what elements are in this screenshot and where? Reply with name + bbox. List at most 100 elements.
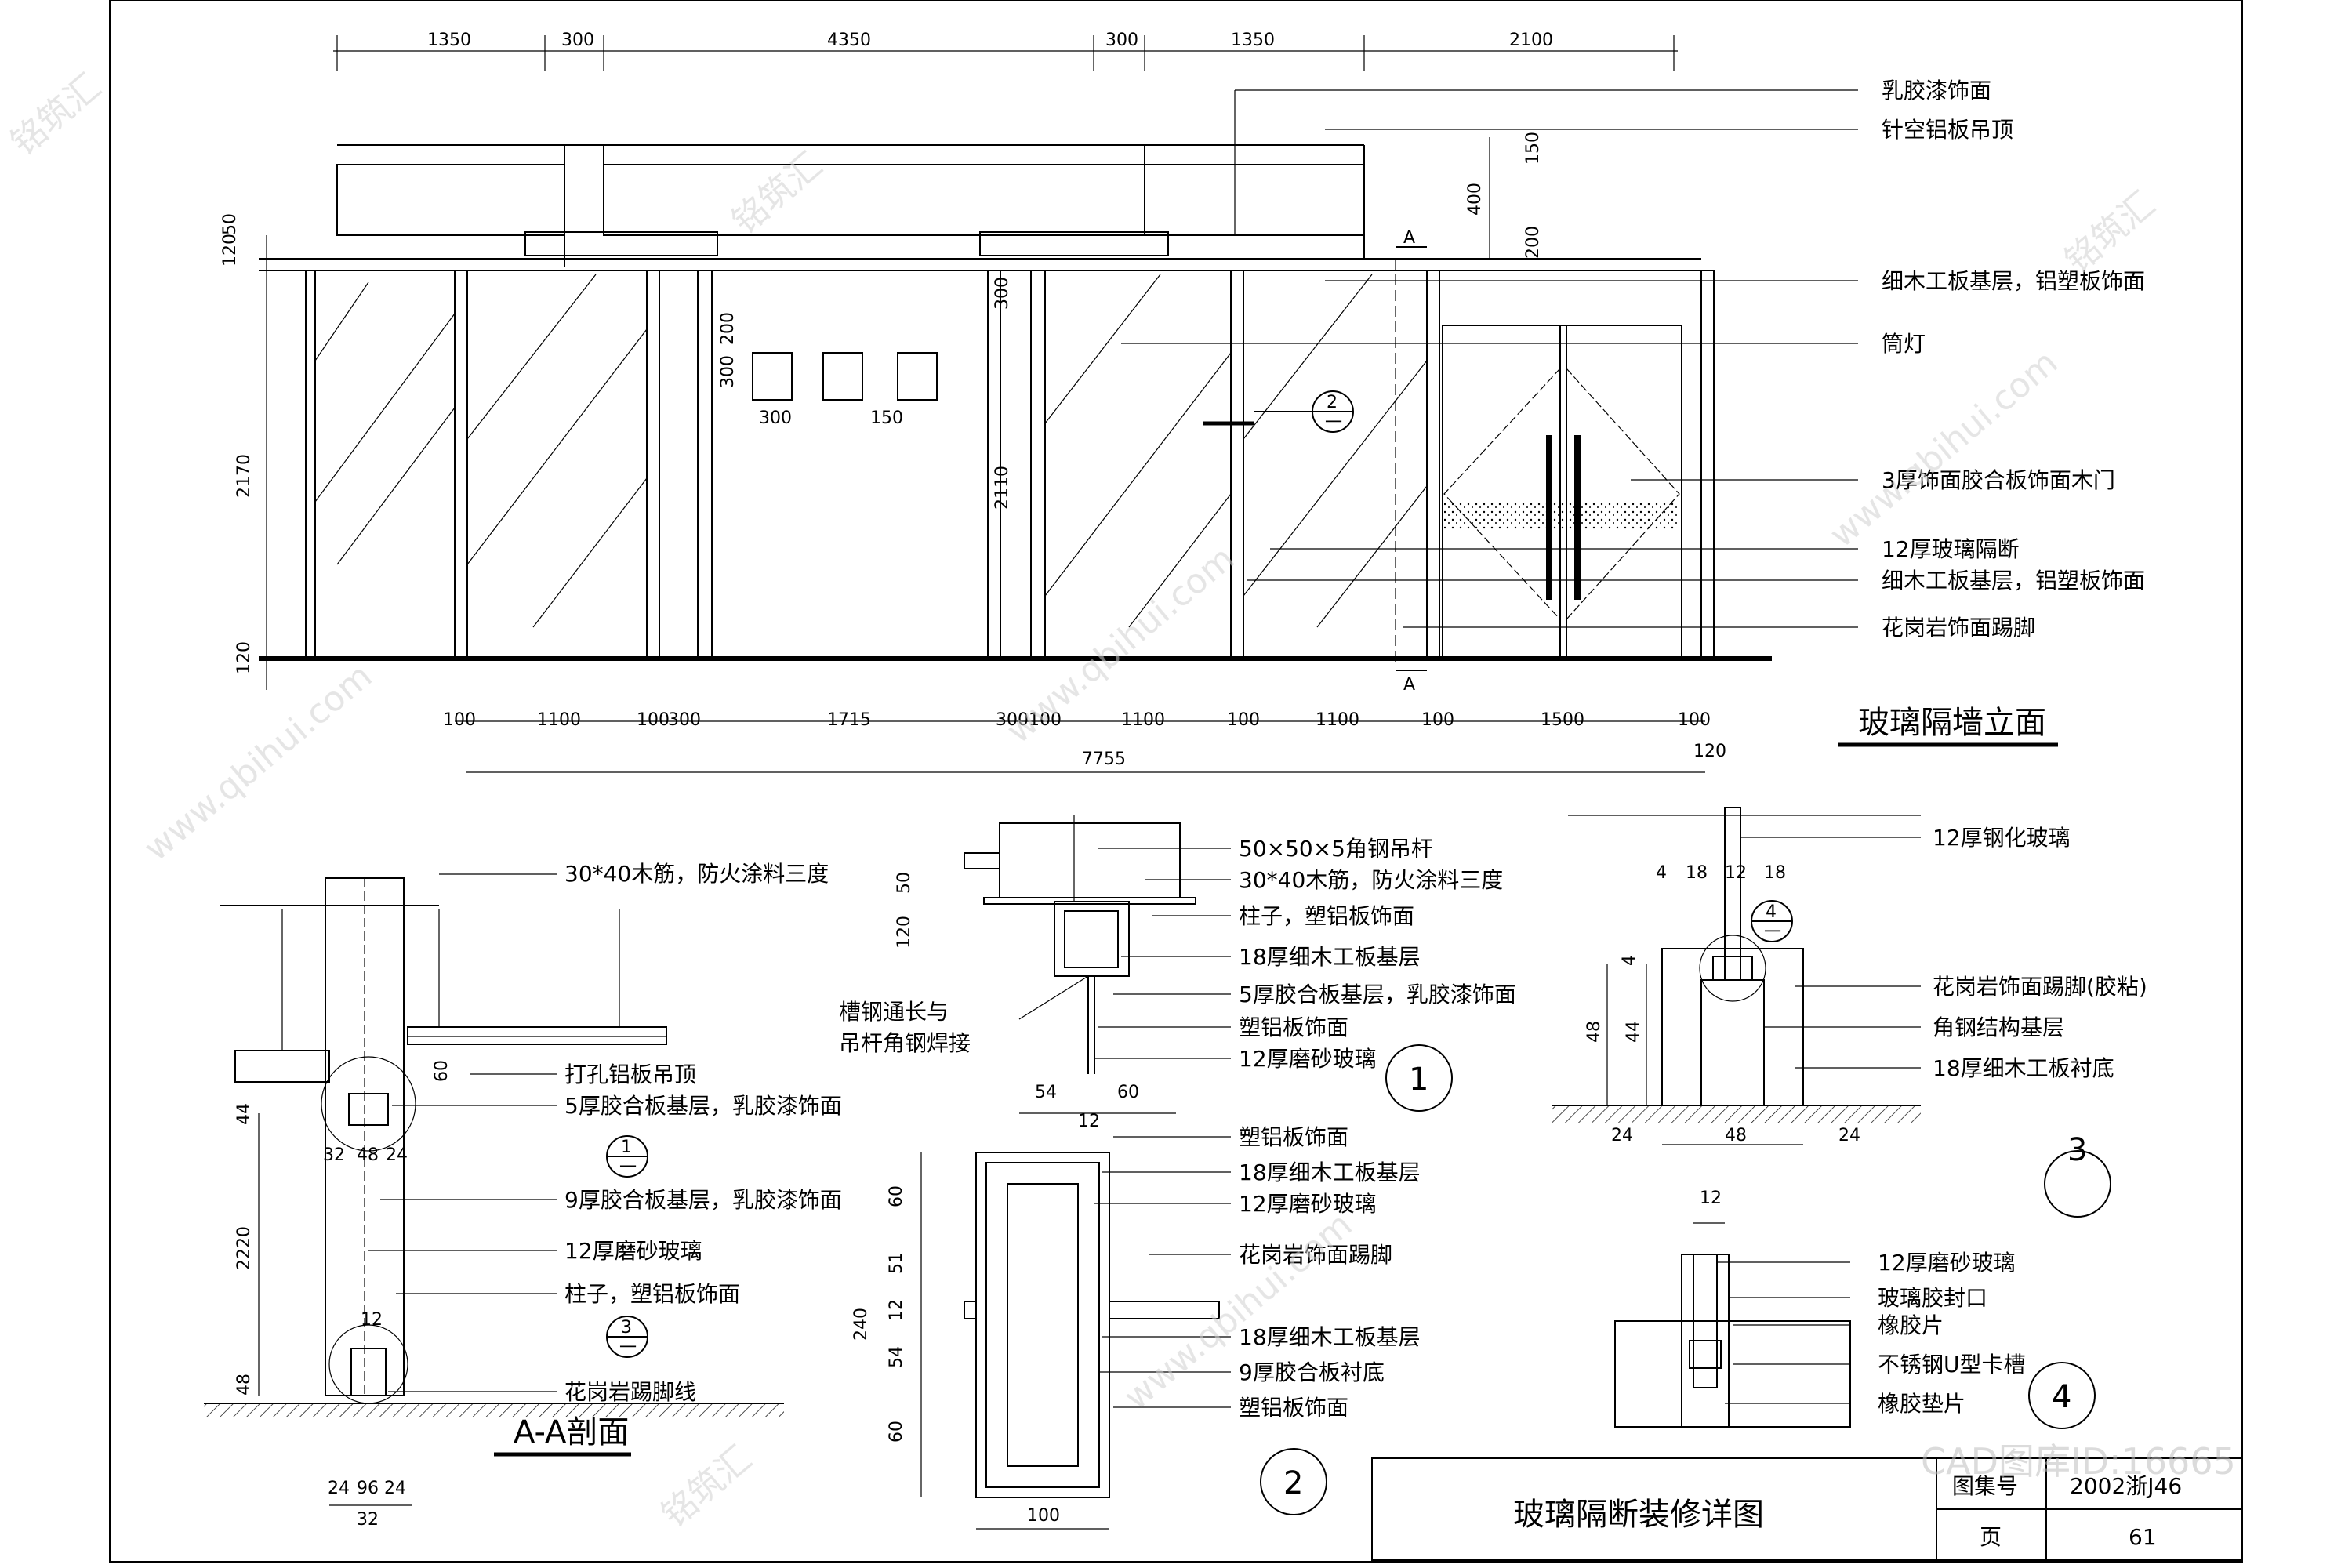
aa-dim-24c: 24 — [384, 1479, 406, 1498]
inner-dim-200: 200 — [1523, 226, 1543, 259]
bottom-dim-2: 100 — [637, 710, 670, 730]
d1-label-0: 50×50×5角钢吊杆 — [1239, 836, 1433, 862]
inner-dim-400: 400 — [1465, 183, 1485, 216]
top-dim-0: 1350 — [427, 31, 471, 50]
aa-dim-32b: 32 — [357, 1510, 379, 1530]
d3-num: 3 — [2067, 1132, 2087, 1168]
d1-dim-54: 54 — [1035, 1083, 1057, 1102]
elevation-callout-num: 2 — [1327, 393, 1338, 412]
bottom-dim-10: 100 — [1421, 710, 1454, 730]
d1-label-4: 5厚胶合板基层，乳胶漆饰面 — [1239, 982, 1516, 1007]
d1-dim-60: 60 — [1117, 1083, 1139, 1102]
d4-label-3: 不锈钢U型卡槽 — [1878, 1352, 2026, 1377]
d3-dim-18b: 18 — [1764, 863, 1786, 883]
d3-callout-sheet: 一 — [1764, 923, 1781, 942]
watermark-url-1: www.qbihui.com — [136, 656, 379, 869]
d4-label-0: 12厚磨砂玻璃 — [1878, 1250, 2016, 1276]
aa-dim-96: 96 — [357, 1479, 379, 1498]
elev-label-7: 花岗岩饰面踢脚 — [1882, 615, 2035, 641]
top-dim-5: 2100 — [1509, 31, 1553, 50]
d1-dim-12: 12 — [1078, 1112, 1100, 1131]
left-dim-2: 2170 — [234, 454, 254, 498]
bottom-dim-5: 300 — [996, 710, 1029, 730]
aa-dim-2220: 2220 — [234, 1226, 254, 1270]
elev-label-0: 乳胶漆饰面 — [1882, 78, 1991, 103]
atlas-number: 2002浙J46 — [2070, 1473, 2182, 1499]
aa-dim-48: 48 — [234, 1374, 254, 1396]
section-aa: 60 44 2220 48 32 48 24 12 24 96 24 32 1 … — [204, 861, 842, 1530]
aa-callout-3-num: 3 — [621, 1318, 632, 1338]
watermark-logo-1: 铭筑汇 — [3, 67, 108, 164]
detail-2: 60 51 12 54 60 240 100 塑铝板饰面 18厚细木工板基层 1… — [851, 1124, 1421, 1530]
sheet-border — [109, 0, 2243, 1563]
elev-label-2: 细木工板基层，铝塑板饰面 — [1882, 268, 2145, 294]
d3-dim-24b: 24 — [1838, 1126, 1860, 1145]
elevation-callout-sheet: 一 — [1325, 413, 1342, 433]
aa-dim-60: 60 — [432, 1060, 452, 1082]
elevation: A A 2 一 1350 300 4350 300 1350 2100 120 … — [220, 31, 2145, 773]
d1-label-2: 柱子，塑铝板饰面 — [1239, 903, 1414, 929]
d2-dim-51: 51 — [887, 1252, 906, 1274]
d2-label-4: 18厚细木工板基层 — [1239, 1324, 1421, 1350]
d3-label-2: 角钢结构基层 — [1933, 1014, 2064, 1040]
page-label: 页 — [1980, 1524, 2002, 1550]
d2-num: 2 — [1283, 1465, 1303, 1501]
d4-dim-12: 12 — [1700, 1189, 1722, 1208]
bottom-dim-9: 1100 — [1316, 710, 1359, 730]
detail-1: 50 120 54 60 12 50×50×5角钢吊杆 30*40木筋，防火涂料… — [839, 815, 1516, 1131]
right-dim-120: 120 — [1693, 742, 1726, 761]
aa-dim-48b: 48 — [357, 1145, 379, 1165]
d2-label-2: 12厚磨砂玻璃 — [1239, 1191, 1377, 1217]
aa-title: A-A剖面 — [514, 1414, 629, 1450]
detail-3: 4 18 12 18 4 48 44 24 48 24 4 一 12厚钢化玻璃 … — [1552, 807, 2147, 1218]
left-dim-1: 50 — [220, 213, 240, 235]
section-mark-bottom: A — [1403, 675, 1415, 695]
aa-label-4: 12厚磨砂玻璃 — [564, 1238, 702, 1264]
inner-dim-300a: 300 — [993, 277, 1012, 310]
aa-callout-1-sheet: 一 — [619, 1158, 637, 1178]
watermark-logo-3: 铭筑汇 — [2057, 184, 2162, 281]
d3-callout-num: 4 — [1766, 902, 1777, 922]
bottom-dim-3: 300 — [668, 710, 701, 730]
top-dim-4: 1350 — [1231, 31, 1275, 50]
d3-dim-48: 48 — [1584, 1021, 1604, 1043]
aa-label-3: 9厚胶合板基层，乳胶漆饰面 — [564, 1187, 842, 1213]
d3-label-1: 花岗岩饰面踢脚(胶粘) — [1933, 974, 2147, 1000]
watermark-logo-2: 铭筑汇 — [724, 145, 829, 242]
d2-dim-60b: 60 — [887, 1421, 906, 1443]
bottom-dim-7: 1100 — [1121, 710, 1165, 730]
elev-label-1: 针空铝板吊顶 — [1882, 117, 2013, 143]
elevation-title: 玻璃隔墙立面 — [1858, 705, 2046, 741]
inner-dim-200b: 200 — [718, 312, 738, 345]
d2-dim-240: 240 — [851, 1308, 871, 1341]
aa-dim-24b: 24 — [328, 1479, 350, 1498]
aa-dim-44: 44 — [234, 1103, 254, 1125]
d2-label-0: 塑铝板饰面 — [1239, 1124, 1348, 1150]
d3-label-3: 18厚细木工板衬底 — [1933, 1055, 2114, 1081]
aa-label-1: 打孔铝板吊顶 — [564, 1062, 696, 1087]
bottom-dim-6: 100 — [1029, 710, 1062, 730]
d1-note-1: 吊杆角钢焊接 — [839, 1030, 971, 1056]
page-number: 61 — [2129, 1524, 2157, 1550]
d2-dim-12: 12 — [887, 1299, 906, 1321]
d2-dim-100: 100 — [1027, 1506, 1060, 1526]
watermark-id: CAD图库ID:16665 — [1921, 1440, 2236, 1483]
aa-dim-24: 24 — [386, 1145, 408, 1165]
section-mark-top: A — [1403, 228, 1415, 248]
d4-num: 4 — [2052, 1379, 2071, 1415]
bottom-dim-11: 1500 — [1541, 710, 1584, 730]
elev-label-3: 筒灯 — [1882, 331, 1926, 357]
drawing-title: 玻璃隔断装修详图 — [1513, 1497, 1764, 1533]
atlas-label: 图集号 — [1952, 1473, 2018, 1499]
title-block: 玻璃隔断装修详图 图集号 2002浙J46 页 61 — [1371, 1457, 2243, 1561]
aa-label-5: 柱子，塑铝板饰面 — [564, 1281, 740, 1307]
d4-label-4: 橡胶垫片 — [1878, 1391, 1965, 1417]
d2-label-3: 花岗岩饰面踢脚 — [1239, 1242, 1392, 1268]
bottom-dim-0: 100 — [443, 710, 476, 730]
d1-dim-120: 120 — [895, 916, 914, 949]
d3-dim-24a: 24 — [1611, 1126, 1633, 1145]
bottom-dim-4: 1715 — [827, 710, 871, 730]
d3-dim-18a: 18 — [1686, 863, 1708, 883]
d2-label-6: 塑铝板饰面 — [1239, 1395, 1348, 1421]
